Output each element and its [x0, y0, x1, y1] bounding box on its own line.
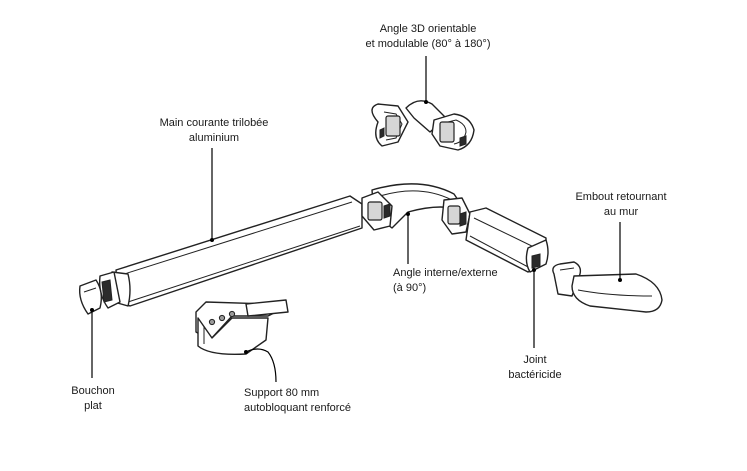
support-80mm-part	[195, 299, 289, 356]
label-joint-line2: bactéricide	[508, 369, 562, 381]
rail-left-connector	[98, 271, 121, 309]
angle-interne-part	[361, 183, 471, 235]
label-embout-line1: Embout retournant	[575, 191, 667, 203]
embout-retournant-part	[552, 261, 663, 313]
label-bouchon-line2: plat	[84, 400, 102, 412]
label-angle-interne-line2: (à 90°)	[393, 282, 427, 294]
short-rail-segment	[465, 207, 549, 273]
leader-lines	[90, 56, 622, 383]
label-support-line1: Support 80 mm	[244, 387, 320, 399]
angle-3d-part	[371, 100, 475, 151]
label-angle-interne-line1: Angle interne/externe	[393, 267, 498, 279]
label-joint: Joint bactéricide	[500, 353, 570, 383]
label-angle-3d-line2: et modulable (80° à 180°)	[365, 38, 491, 50]
label-bouchon: Bouchon plat	[58, 384, 128, 414]
label-embout: Embout retournant au mur	[566, 190, 676, 220]
label-support-line2: autobloquant renforcé	[244, 402, 352, 414]
label-main-courante-line1: Main courante trilobée	[159, 117, 269, 129]
label-angle-interne: Angle interne/externe (à 90°)	[393, 266, 513, 296]
label-bouchon-line1: Bouchon	[71, 385, 115, 397]
label-support: Support 80 mm autobloquant renforcé	[244, 386, 374, 416]
main-courante-rail	[109, 195, 363, 307]
bouchon-plat-part	[78, 279, 103, 315]
label-main-courante: Main courante trilobée aluminium	[150, 116, 278, 146]
label-angle-3d: Angle 3D orientable et modulable (80° à …	[356, 22, 500, 52]
label-main-courante-line2: aluminium	[188, 132, 240, 144]
label-embout-line2: au mur	[603, 206, 639, 218]
label-joint-line1: Joint	[523, 354, 547, 366]
label-angle-3d-line1: Angle 3D orientable	[379, 23, 477, 35]
